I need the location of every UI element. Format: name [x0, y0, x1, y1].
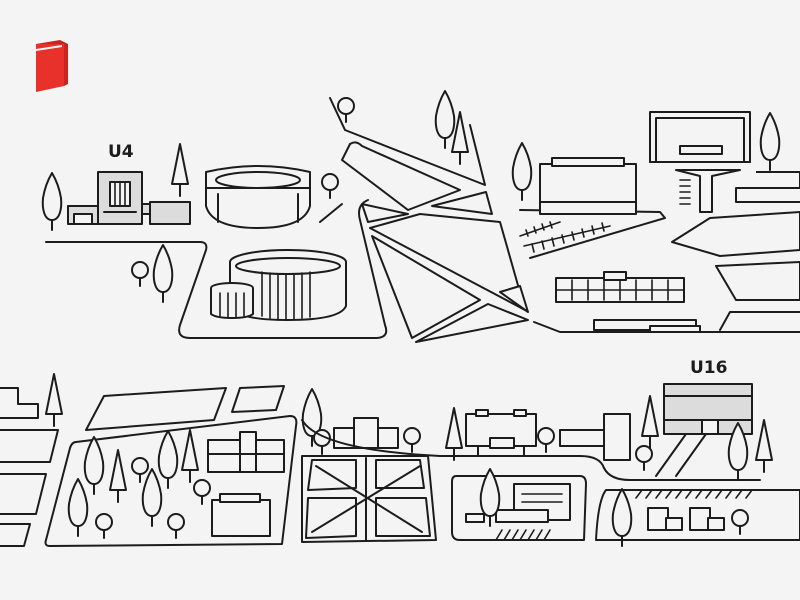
- district-center-top: [319, 90, 666, 343]
- tree-icon: [537, 427, 555, 453]
- tree-icon: [445, 407, 463, 461]
- tree-icon: [635, 445, 653, 471]
- station-label-u16: U16: [690, 358, 727, 378]
- red-book-icon[interactable]: [35, 40, 68, 92]
- station-label-u4: U4: [108, 142, 134, 162]
- tree-icon: [171, 143, 189, 197]
- tree-icon: [131, 261, 149, 287]
- tree-icon: [755, 419, 773, 473]
- district-center-bottom: [301, 388, 437, 543]
- district-right-top: [511, 111, 800, 333]
- district-left-bottom: [0, 373, 298, 547]
- tree-icon: [321, 173, 339, 199]
- tree-icon: [45, 373, 63, 427]
- district-left-top: [41, 143, 388, 339]
- district-right-bottom: [301, 383, 800, 547]
- tree-icon: [41, 172, 63, 231]
- tree-icon: [152, 244, 174, 303]
- tree-icon: [511, 142, 533, 201]
- tree-icon: [759, 112, 781, 171]
- tree-icon: [641, 395, 659, 449]
- tree-icon: [434, 90, 456, 149]
- tree-icon: [403, 427, 421, 453]
